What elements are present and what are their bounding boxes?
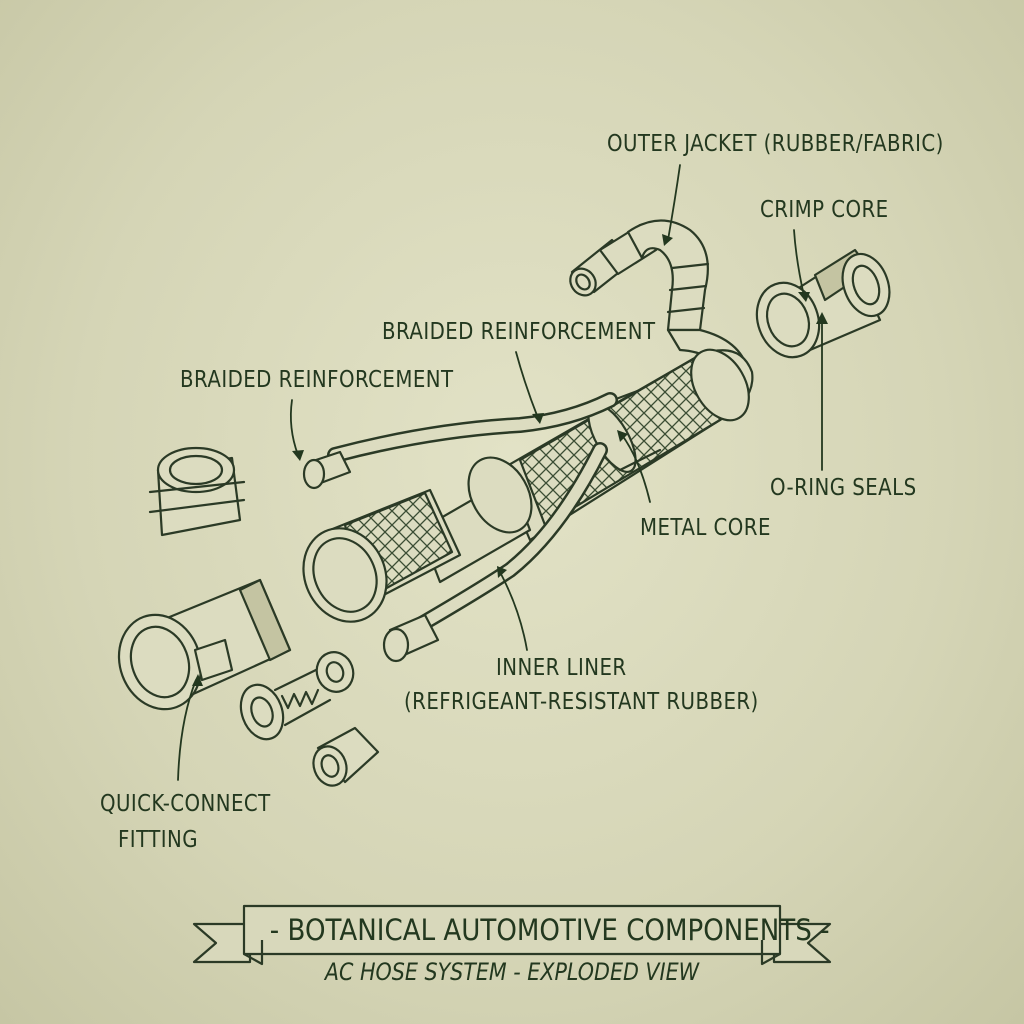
coupling-nut [148, 446, 246, 537]
label-braided-reinforcement-top: BRAIDED REINFORCEMENT [382, 319, 656, 345]
braided-sleeve [302, 488, 462, 623]
leader-arrowheads [192, 234, 828, 686]
quick-connect-fitting [117, 578, 292, 711]
label-inner-liner-line2: (REFRIGEANT-RESISTANT RUBBER) [404, 689, 759, 715]
label-crimp-core: CRIMP CORE [760, 197, 889, 223]
title-banner [192, 904, 832, 966]
banner-subtitle: AC HOSE SYSTEM - EXPLODED VIEW [324, 958, 700, 986]
label-inner-liner-line1: INNER LINER [496, 655, 627, 681]
banner-title: - BOTANICAL AUTOMOTIVE COMPONENTS - [269, 913, 830, 947]
label-quick-connect-line1: QUICK-CONNECT [100, 791, 271, 817]
label-quick-connect-line2: FITTING [118, 827, 199, 853]
hex-nut-small [312, 726, 380, 787]
label-o-ring-seals: O-RING SEALS [770, 475, 917, 501]
label-braided-reinforcement-left: BRAIDED REINFORCEMENT [180, 367, 454, 393]
thin-hose-bottom [382, 442, 608, 663]
leader-lines [177, 164, 823, 781]
thin-hose-top [302, 392, 618, 490]
spring-valve [239, 651, 355, 741]
label-metal-core: METAL CORE [640, 515, 771, 541]
label-outer-jacket: OUTER JACKET (RUBBER/FABRIC) [607, 131, 944, 157]
crimp-core-fitting [755, 248, 891, 359]
